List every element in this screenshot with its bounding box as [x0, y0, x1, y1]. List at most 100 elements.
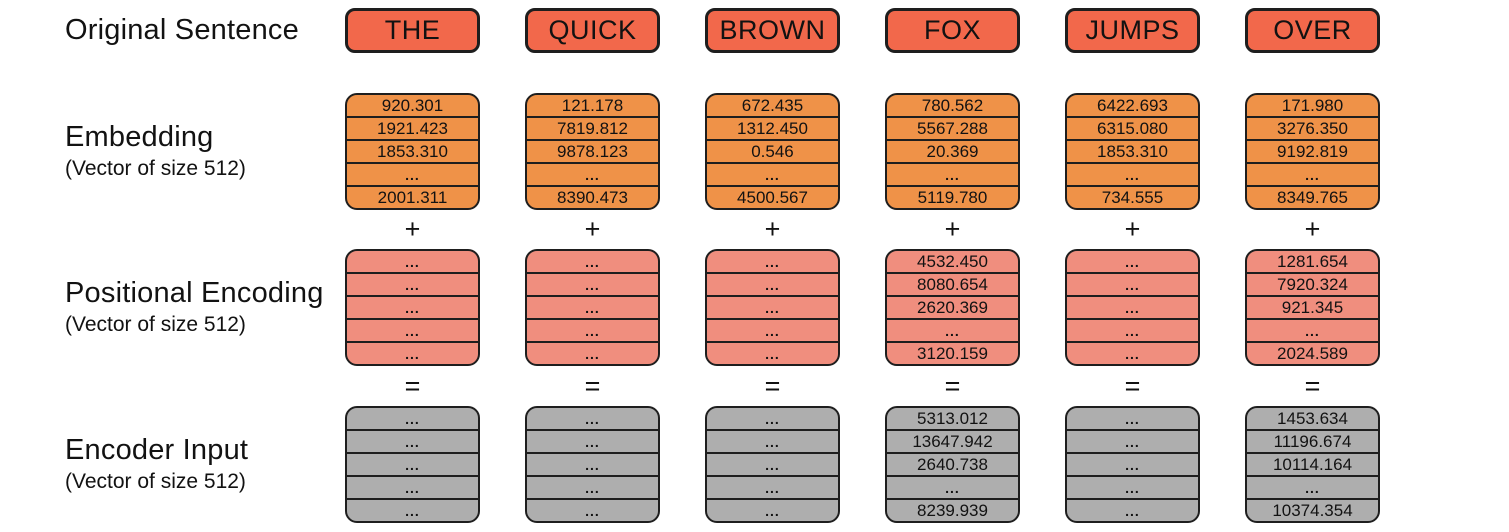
embedding-cell: 780.562	[921, 96, 984, 115]
equals-operator: =	[404, 370, 421, 401]
encoder-input-vector: 5313.012 13647.942 2640.738 ... 8239.939	[885, 406, 1020, 523]
plus-operator: +	[944, 214, 961, 244]
encoder-cell: ...	[1247, 475, 1378, 498]
embedding-cell: 1312.450	[707, 116, 838, 139]
embedding-cell: 2001.311	[347, 185, 478, 208]
encoder-cell: ...	[585, 410, 600, 427]
positional-cell: 1281.654	[1277, 252, 1348, 271]
equals-operator: =	[944, 370, 961, 401]
embedding-cell: ...	[527, 162, 658, 185]
original-sentence-label: Original Sentence	[65, 13, 299, 46]
positional-encoding-vector: ... ... ... ... ...	[525, 249, 660, 366]
encoder-cell: 13647.942	[887, 429, 1018, 452]
embedding-cell: 171.980	[1281, 96, 1344, 115]
plus-operator: +	[404, 214, 421, 244]
token-pill: QUICK	[525, 8, 660, 53]
encoder-cell: ...	[527, 475, 658, 498]
token-pill: JUMPS	[1065, 8, 1200, 53]
encoder-cell: ...	[527, 429, 658, 452]
encoder-input-vector: ... ... ... ... ...	[705, 406, 840, 523]
embedding-sublabel: (Vector of size 512)	[65, 156, 246, 180]
embedding-cell: ...	[1067, 162, 1198, 185]
equals-operator: =	[1304, 370, 1321, 401]
encoder-cell: ...	[527, 452, 658, 475]
positional-cell: 7920.324	[1247, 272, 1378, 295]
positional-cell: ...	[1247, 318, 1378, 341]
positional-cell: ...	[527, 341, 658, 364]
encoder-input-vector: ... ... ... ... ...	[345, 406, 480, 523]
encoder-cell: 1453.634	[1277, 409, 1348, 428]
positional-encoding-sublabel: (Vector of size 512)	[65, 312, 246, 336]
positional-cell: 4532.450	[917, 252, 988, 271]
spacer	[1245, 53, 1380, 93]
token-pill: BROWN	[705, 8, 840, 53]
token-columns: THE 920.301 1921.423 1853.310 ... 2001.3…	[345, 8, 1380, 523]
positional-cell: ...	[585, 253, 600, 270]
encoder-cell: 11196.674	[1247, 429, 1378, 452]
encoder-cell: ...	[887, 475, 1018, 498]
encoder-cell: ...	[347, 452, 478, 475]
plus-operator: +	[764, 214, 781, 244]
encoder-cell: 5313.012	[917, 409, 988, 428]
label-column: Original Sentence Embedding (Vector of s…	[0, 8, 345, 523]
embedding-cell: 20.369	[887, 139, 1018, 162]
spacer	[65, 53, 345, 93]
positional-encoding-vector: 4532.450 8080.654 2620.369 ... 3120.159	[885, 249, 1020, 366]
positional-cell: ...	[887, 318, 1018, 341]
token-column: THE 920.301 1921.423 1853.310 ... 2001.3…	[345, 8, 480, 523]
embedding-cell: 920.301	[381, 96, 444, 115]
encoder-input-sublabel: (Vector of size 512)	[65, 469, 246, 493]
spacer	[705, 53, 840, 93]
positional-cell: ...	[527, 272, 658, 295]
original-sentence-row-label: Original Sentence	[65, 8, 345, 53]
plus-operator: +	[584, 214, 601, 244]
positional-cell: ...	[707, 341, 838, 364]
encoder-cell: ...	[1067, 475, 1198, 498]
positional-cell: ...	[527, 295, 658, 318]
positional-encoding-vector: 1281.654 7920.324 921.345 ... 2024.589	[1245, 249, 1380, 366]
positional-cell: ...	[1125, 253, 1140, 270]
spacer	[885, 53, 1020, 93]
embedding-cell: 121.178	[561, 96, 624, 115]
embedding-label: Embedding	[65, 121, 214, 154]
positional-cell: ...	[1067, 318, 1198, 341]
encoder-input-vector: ... ... ... ... ...	[525, 406, 660, 523]
positional-encoding-vector: ... ... ... ... ...	[345, 249, 480, 366]
encoder-cell: 10114.164	[1247, 452, 1378, 475]
positional-encoding-vector: ... ... ... ... ...	[1065, 249, 1200, 366]
positional-encoding-label: Positional Encoding	[65, 277, 324, 310]
embedding-cell: 1853.310	[1067, 139, 1198, 162]
embedding-cell: 9192.819	[1247, 139, 1378, 162]
embedding-cell: 1853.310	[347, 139, 478, 162]
positional-cell: ...	[1067, 295, 1198, 318]
embedding-vector: 121.178 7819.812 9878.123 ... 8390.473	[525, 93, 660, 210]
encoder-cell: ...	[707, 498, 838, 521]
spacer	[65, 210, 345, 249]
embedding-cell: ...	[1247, 162, 1378, 185]
token-pill: FOX	[885, 8, 1020, 53]
plus-operator: +	[1124, 214, 1141, 244]
encoder-cell: ...	[527, 498, 658, 521]
encoder-cell: ...	[707, 452, 838, 475]
encoder-cell: ...	[707, 429, 838, 452]
equals-operator: =	[764, 370, 781, 401]
embedding-cell: 8349.765	[1247, 185, 1378, 208]
encoder-input-vector: ... ... ... ... ...	[1065, 406, 1200, 523]
positional-cell: ...	[347, 318, 478, 341]
positional-cell: ...	[707, 295, 838, 318]
encoder-cell: ...	[347, 429, 478, 452]
spacer	[345, 53, 480, 93]
positional-cell: 921.345	[1247, 295, 1378, 318]
embedding-cell: 0.546	[707, 139, 838, 162]
token-column: BROWN 672.435 1312.450 0.546 ... 4500.56…	[705, 8, 840, 523]
positional-cell: 8080.654	[887, 272, 1018, 295]
encoder-cell: 10374.354	[1247, 498, 1378, 521]
encoder-cell: ...	[1125, 410, 1140, 427]
encoder-input-vector: 1453.634 11196.674 10114.164 ... 10374.3…	[1245, 406, 1380, 523]
positional-cell: ...	[347, 295, 478, 318]
spacer	[65, 366, 345, 406]
positional-cell: ...	[405, 253, 420, 270]
embedding-cell: 1921.423	[347, 116, 478, 139]
embedding-cell: ...	[707, 162, 838, 185]
